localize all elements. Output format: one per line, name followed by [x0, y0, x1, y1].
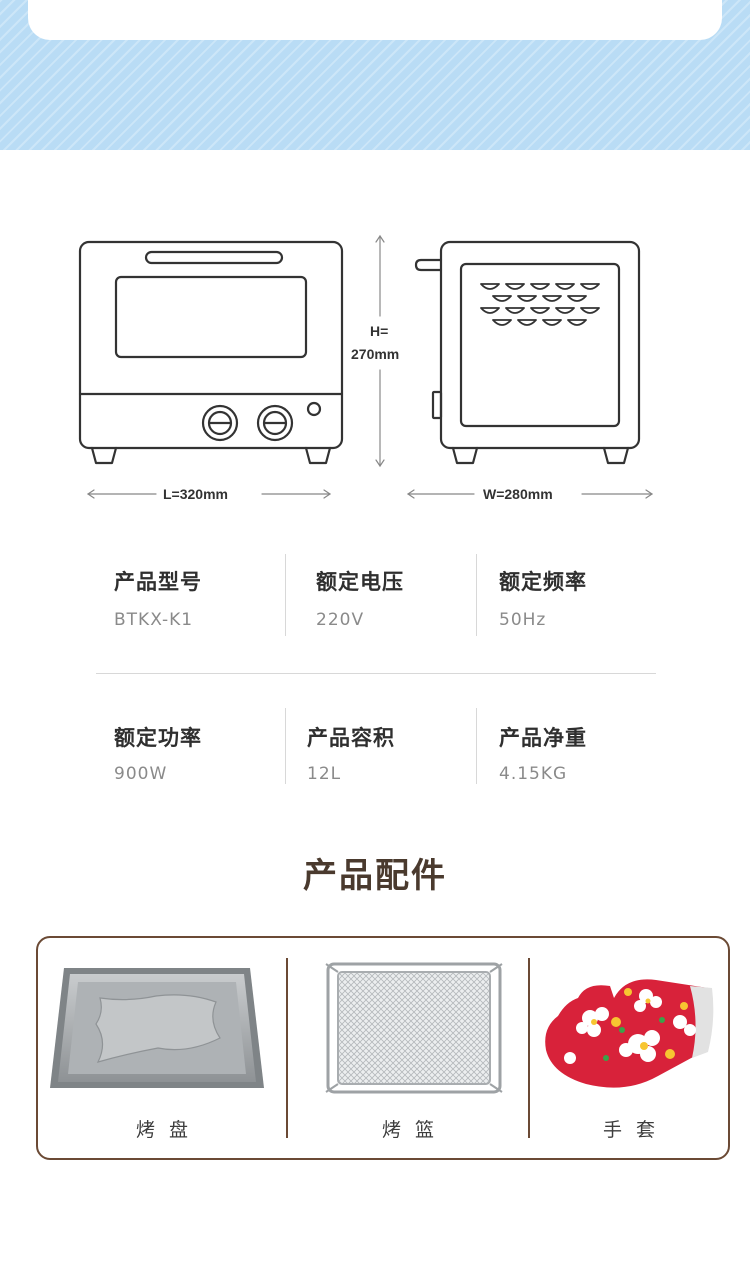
- spec-value: 12L: [307, 764, 342, 784]
- spec-divider: [285, 708, 286, 784]
- baking-tray-image: [50, 968, 264, 1088]
- spec-value: BTKX-K1: [114, 610, 194, 630]
- spec-divider: [476, 554, 477, 636]
- length-arrow: [86, 489, 332, 499]
- accessory-divider: [286, 958, 288, 1138]
- width-arrow: [406, 489, 654, 499]
- side-view-oven: [414, 240, 641, 465]
- spec-voltage: 额定电压 220V: [316, 566, 404, 656]
- oven-outline-drawing: [78, 234, 654, 499]
- spec-title: 额定电压: [316, 570, 404, 594]
- accessory-label: 手套: [602, 1119, 669, 1141]
- accessory-mitt: 手套: [530, 938, 728, 1158]
- spec-title: 产品型号: [114, 570, 202, 594]
- spec-power: 额定功率 900W: [114, 722, 202, 812]
- spec-frequency: 额定频率 50Hz: [499, 566, 587, 656]
- height-label-line2: 270mm: [351, 346, 400, 362]
- height-arrow: [375, 234, 385, 468]
- top-card: [28, 0, 722, 40]
- spec-model: 产品型号 BTKX-K1: [114, 566, 202, 656]
- width-label: W=280mm: [483, 486, 553, 502]
- oven-mitt-image: [545, 979, 714, 1088]
- spec-row-2: 额定功率 900W 产品容积 12L 产品净重 4.15KG: [0, 708, 750, 812]
- spec-capacity: 产品容积 12L: [307, 722, 395, 812]
- baking-basket-image: [325, 962, 503, 1094]
- spec-divider: [476, 708, 477, 784]
- accessory-basket: 烤篮: [288, 938, 528, 1158]
- length-label: L=320mm: [163, 486, 228, 502]
- accessories-box: 烤盘 烤篮: [36, 936, 730, 1160]
- accessories-title: 产品配件: [303, 856, 447, 896]
- spec-title: 产品容积: [307, 726, 395, 750]
- spec-value: 900W: [114, 764, 168, 784]
- spec-value: 50Hz: [499, 610, 547, 630]
- spec-value: 4.15KG: [499, 764, 568, 784]
- spec-separator: [96, 673, 656, 674]
- spec-title: 产品净重: [499, 726, 587, 750]
- spec-title: 额定功率: [114, 726, 202, 750]
- accessory-label: 烤盘: [135, 1119, 202, 1141]
- spec-row-1: 产品型号 BTKX-K1 额定电压 220V 额定频率 50Hz: [0, 554, 750, 656]
- spec-title: 额定频率: [499, 570, 587, 594]
- spec-value: 220V: [316, 610, 365, 630]
- accessory-label: 烤篮: [381, 1119, 448, 1141]
- top-decorative-band: [0, 0, 750, 150]
- accessory-tray: 烤盘: [38, 938, 286, 1158]
- height-label-line1: H=: [370, 323, 389, 339]
- spec-divider: [285, 554, 286, 636]
- accessory-divider: [528, 958, 530, 1138]
- dimension-diagram: H= 270mm L=320mm W=280mm: [0, 220, 750, 520]
- spec-weight: 产品净重 4.15KG: [499, 722, 587, 812]
- front-view-oven: [78, 240, 344, 465]
